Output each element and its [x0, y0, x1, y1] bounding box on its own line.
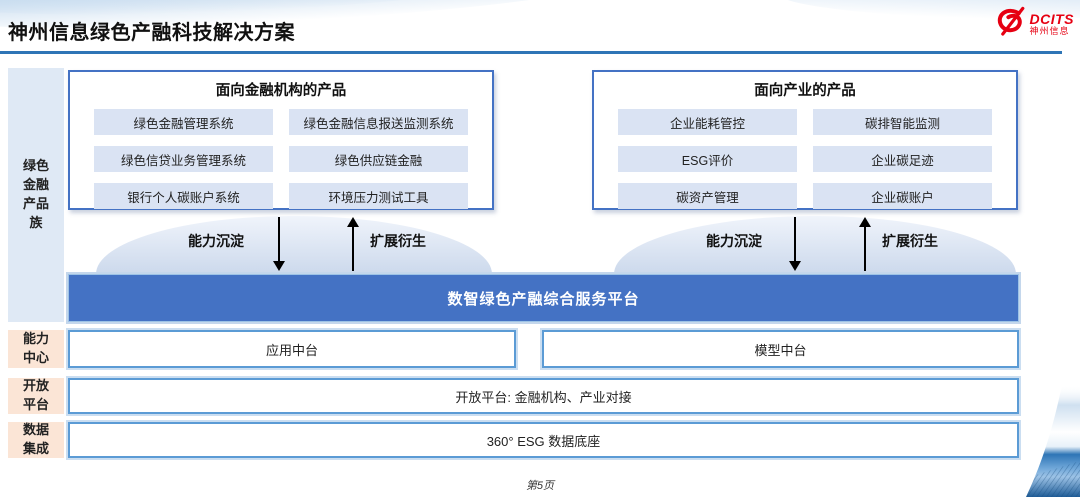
dome-decoration-right	[614, 216, 1016, 274]
dome-decoration-left	[96, 216, 492, 274]
product-item[interactable]: 企业碳账户	[813, 183, 992, 209]
up-arrow-icon	[858, 217, 872, 276]
sidebar-label-data-integration: 数据集成	[8, 422, 64, 458]
platform-title: 数智绿色产融综合服务平台	[447, 290, 640, 308]
group-title: 面向金融机构的产品	[215, 83, 347, 99]
product-item[interactable]: 碳资产管理	[618, 183, 797, 209]
product-item[interactable]: 银行个人碳账户系统	[94, 183, 273, 209]
page-title: 神州信息绿色产融科技解决方案	[8, 22, 295, 44]
group-box-financial-products: 面向金融机构的产品 绿色金融管理系统 绿色金融信息报送监测系统 绿色信贷业务管理…	[68, 70, 494, 210]
product-item[interactable]: 碳排智能监测	[813, 109, 992, 135]
down-arrow-icon	[272, 217, 286, 276]
product-item[interactable]: 绿色信贷业务管理系统	[94, 146, 273, 172]
header-divider	[0, 51, 1062, 54]
sidebar-label-open-platform: 开放平台	[8, 378, 64, 414]
box-application-middle-platform[interactable]: 应用中台	[68, 330, 516, 368]
company-logo: DCITS 神州信息	[994, 6, 1075, 43]
product-item[interactable]: 绿色金融管理系统	[94, 109, 273, 135]
sidebar-label-product-family: 绿色金融产品族	[8, 68, 64, 322]
product-item[interactable]: 绿色金融信息报送监测系统	[289, 109, 468, 135]
flow-label-extend-derive: 扩展衍生	[370, 233, 426, 249]
product-item[interactable]: 企业碳足迹	[813, 146, 992, 172]
group-title: 面向产业的产品	[754, 83, 856, 99]
flow-label-capability-settle: 能力沉淀	[188, 233, 244, 249]
down-arrow-icon	[788, 217, 802, 276]
product-item[interactable]: ESG评价	[618, 146, 797, 172]
product-item[interactable]: 绿色供应链金融	[289, 146, 468, 172]
dcits-swirl-icon	[994, 6, 1026, 43]
flow-label-extend-derive: 扩展衍生	[882, 233, 938, 249]
flow-label-capability-settle: 能力沉淀	[706, 233, 762, 249]
corner-swoosh-decoration	[1022, 385, 1080, 502]
product-item[interactable]: 企业能耗管控	[618, 109, 797, 135]
box-model-middle-platform[interactable]: 模型中台	[542, 330, 1019, 368]
platform-bar[interactable]: 数智绿色产融综合服务平台	[68, 274, 1019, 322]
product-item[interactable]: 环境压力测试工具	[289, 183, 468, 209]
logo-brand-cn: 神州信息	[1029, 26, 1070, 37]
box-open-platform[interactable]: 开放平台: 金融机构、产业对接	[68, 378, 1019, 414]
header: 神州信息绿色产融科技解决方案 DCITS 神州信息	[0, 0, 1080, 55]
sidebar-label-capability-center: 能力中心	[8, 330, 64, 368]
up-arrow-icon	[346, 217, 360, 276]
box-esg-data-base[interactable]: 360° ESG 数据底座	[68, 422, 1019, 458]
group-box-industry-products: 面向产业的产品 企业能耗管控 碳排智能监测 ESG评价 企业碳足迹 碳资产管理 …	[592, 70, 1018, 210]
logo-brand-en: DCITS	[1029, 11, 1074, 28]
page-number: 第5页	[525, 480, 555, 492]
